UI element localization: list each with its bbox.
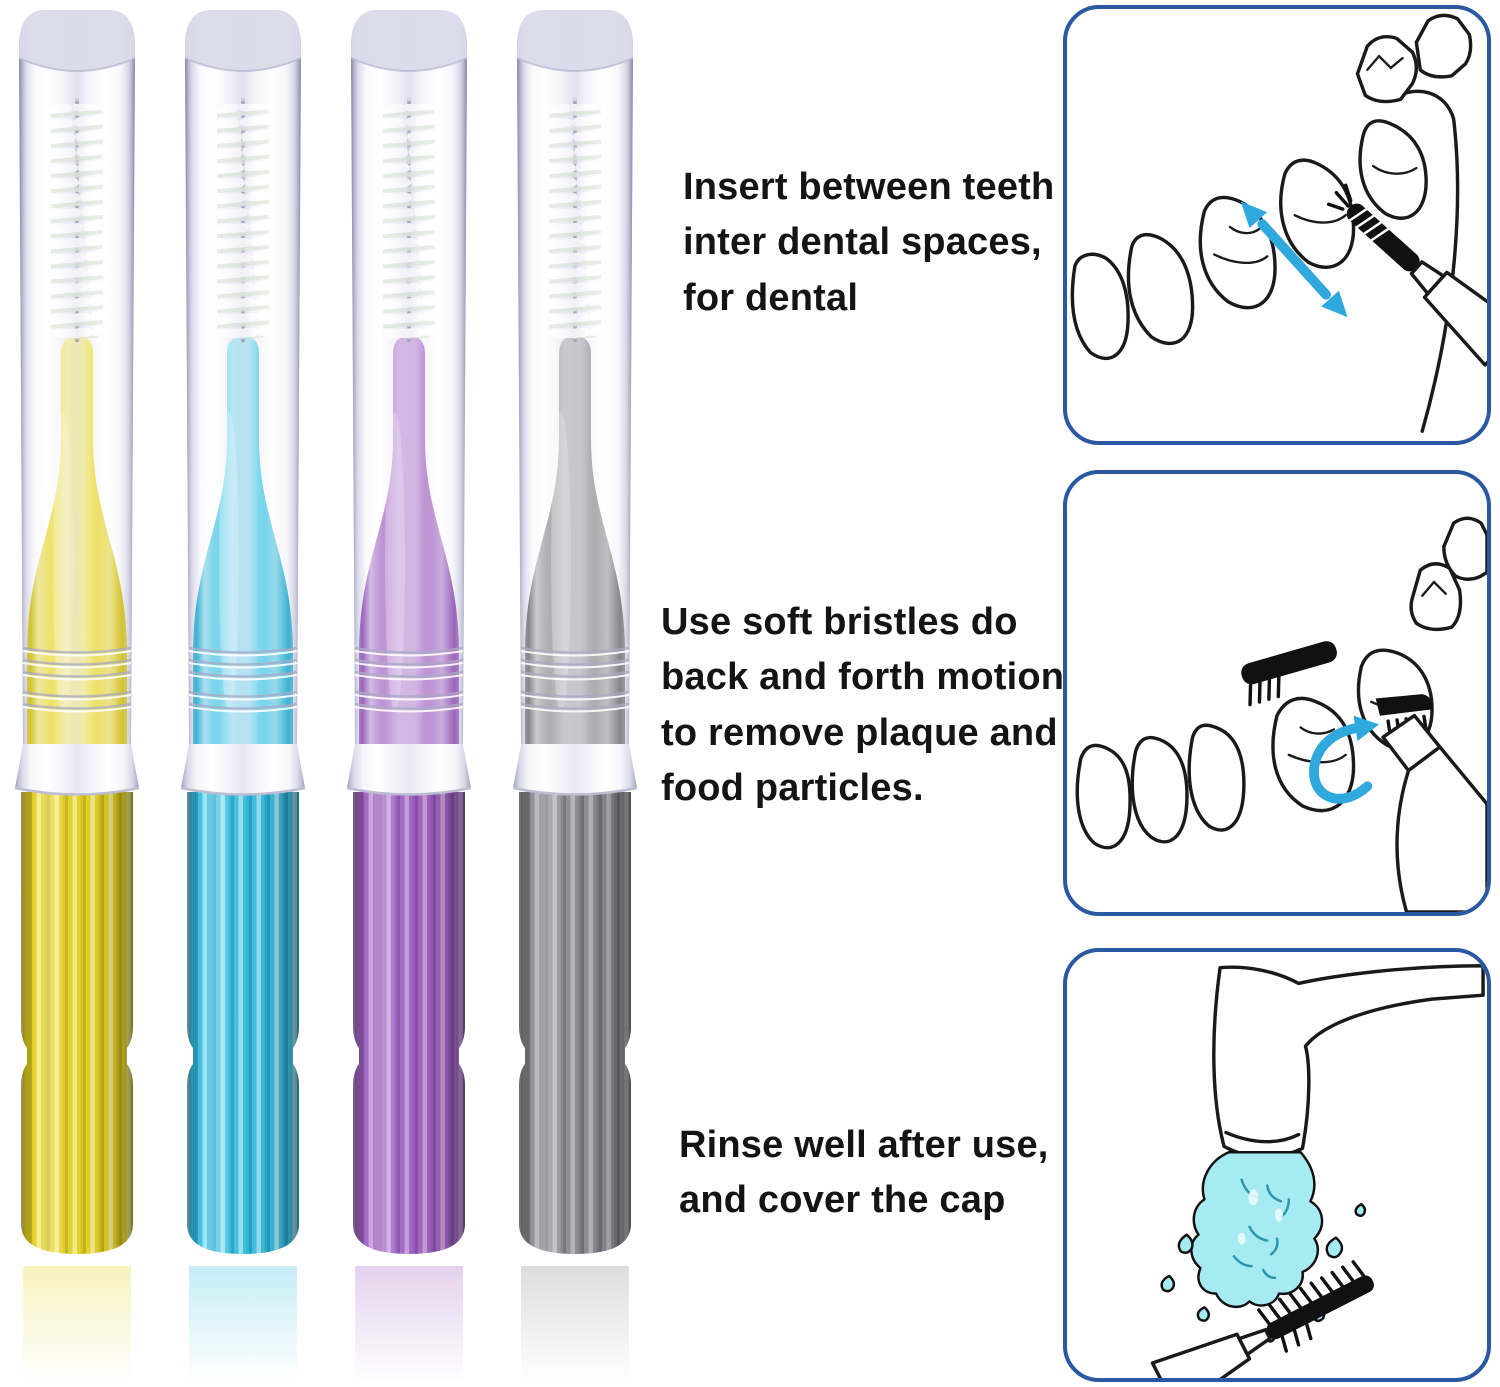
cap-top xyxy=(19,10,135,71)
interdental-brush-yellow xyxy=(14,10,140,1382)
cap-top xyxy=(517,10,633,71)
cap-top xyxy=(185,10,301,71)
brush-reflection xyxy=(189,1266,297,1382)
interdental-brush-icon xyxy=(1326,183,1487,367)
cap-lip xyxy=(181,744,305,795)
interdental-brush-yellow xyxy=(11,2,143,1384)
rinse-diagram xyxy=(1150,964,1485,1378)
teeth-insert-diagram xyxy=(1070,13,1487,433)
cap-lip xyxy=(347,744,471,795)
tooth xyxy=(1130,735,1189,844)
tooth-crown xyxy=(1414,13,1473,79)
interdental-brush-icon xyxy=(1150,1260,1374,1378)
hand xyxy=(1422,270,1487,367)
tooth-crown xyxy=(1355,35,1419,104)
water-droplet xyxy=(1177,1233,1194,1255)
tooth-crown xyxy=(1409,562,1463,632)
tooth xyxy=(1279,158,1356,269)
interdental-brush-gray xyxy=(512,10,638,1382)
diagram-panel-rinse xyxy=(1063,948,1491,1382)
cap-top xyxy=(351,10,467,71)
interdental-brush-gray xyxy=(509,2,641,1384)
tooth xyxy=(1075,743,1132,850)
water-droplet xyxy=(1160,1274,1176,1293)
interdental-brush-icon xyxy=(1241,641,1337,707)
tooth-crown xyxy=(1442,516,1487,581)
hand xyxy=(1150,1332,1252,1378)
brush-reflection xyxy=(521,1266,629,1382)
cap-lip xyxy=(513,744,637,795)
water-droplet xyxy=(1325,1236,1344,1259)
brush-reflection xyxy=(355,1266,463,1382)
interdental-brush-purple xyxy=(346,10,472,1382)
tooth xyxy=(1126,232,1195,346)
diagram-panel-motion xyxy=(1063,470,1491,916)
cap-lip xyxy=(15,744,139,795)
water-droplet xyxy=(1354,1203,1367,1218)
tooth xyxy=(1187,723,1246,832)
cheek-outline xyxy=(1389,89,1460,433)
interdental-brush-blue xyxy=(180,10,306,1382)
caption-motion: Use soft bristles do back and forth moti… xyxy=(661,601,1065,810)
caption-rinse: Rinse well after use, and cover the cap xyxy=(679,1124,1049,1222)
tooth xyxy=(1358,119,1428,220)
interdental-brush-blue xyxy=(177,2,309,1384)
water-droplet xyxy=(1196,1306,1211,1322)
hand xyxy=(1395,745,1487,912)
caption-insert: Insert between teeth inter dental spaces… xyxy=(683,166,1055,319)
faucet-icon xyxy=(1212,964,1485,1159)
brush-head xyxy=(1241,641,1337,685)
tooth xyxy=(1198,195,1277,310)
brush-reflection xyxy=(23,1266,131,1382)
teeth-motion-diagram xyxy=(1075,516,1487,912)
diagram-panel-insert xyxy=(1063,5,1491,445)
tooth xyxy=(1070,252,1130,360)
water-stream xyxy=(1190,1151,1324,1309)
brush-head xyxy=(1266,1275,1374,1340)
curved-arrow-icon xyxy=(1309,715,1380,804)
interdental-brush-purple xyxy=(343,2,475,1384)
